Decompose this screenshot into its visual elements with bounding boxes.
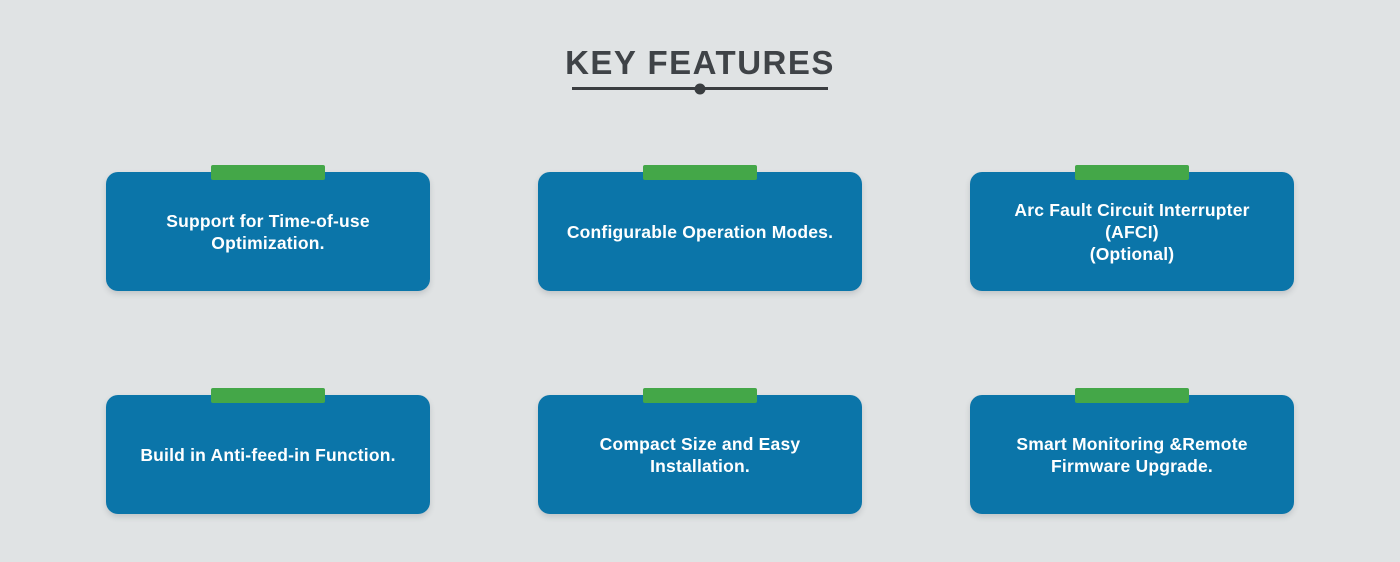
feature-text-line1: Build in Anti-feed-in Function. (140, 444, 396, 465)
feature-card-anti-feed-in: Build in Anti-feed-in Function. (106, 388, 430, 514)
title-divider (572, 83, 828, 94)
feature-text-line1: Configurable Operation Modes. (566, 221, 834, 242)
divider-dot (694, 83, 706, 94)
feature-text-line1: Support for Time-of-use Optimization. (166, 210, 370, 253)
card-top-tab (1075, 165, 1189, 180)
feature-text-line2: Firmware Upgrade. (1051, 455, 1213, 476)
feature-card-compact-size: Compact Size and Easy Installation. (538, 388, 862, 514)
card-top-tab (643, 388, 757, 403)
feature-text-line1: Smart Monitoring &Remote (1016, 433, 1248, 454)
feature-card-afci: Arc Fault Circuit Interrupter (AFCI) (Op… (970, 165, 1294, 291)
feature-text-line2: (Optional) (1089, 243, 1175, 264)
features-grid: Support for Time-of-use Optimization. Co… (106, 165, 1294, 514)
card-top-tab (211, 165, 325, 180)
card-top-tab (643, 165, 757, 180)
page-title: KEY FEATURES (565, 44, 835, 81)
card-top-tab (211, 388, 325, 403)
feature-card-smart-monitoring: Smart Monitoring &Remote Firmware Upgrad… (970, 388, 1294, 514)
feature-card-time-of-use: Support for Time-of-use Optimization. (106, 165, 430, 291)
feature-card-operation-modes: Configurable Operation Modes. (538, 165, 862, 291)
card-top-tab (1075, 388, 1189, 403)
feature-text-line1: Arc Fault Circuit Interrupter (AFCI) (1014, 199, 1250, 242)
feature-text-line1: Compact Size and Easy Installation. (599, 433, 801, 476)
